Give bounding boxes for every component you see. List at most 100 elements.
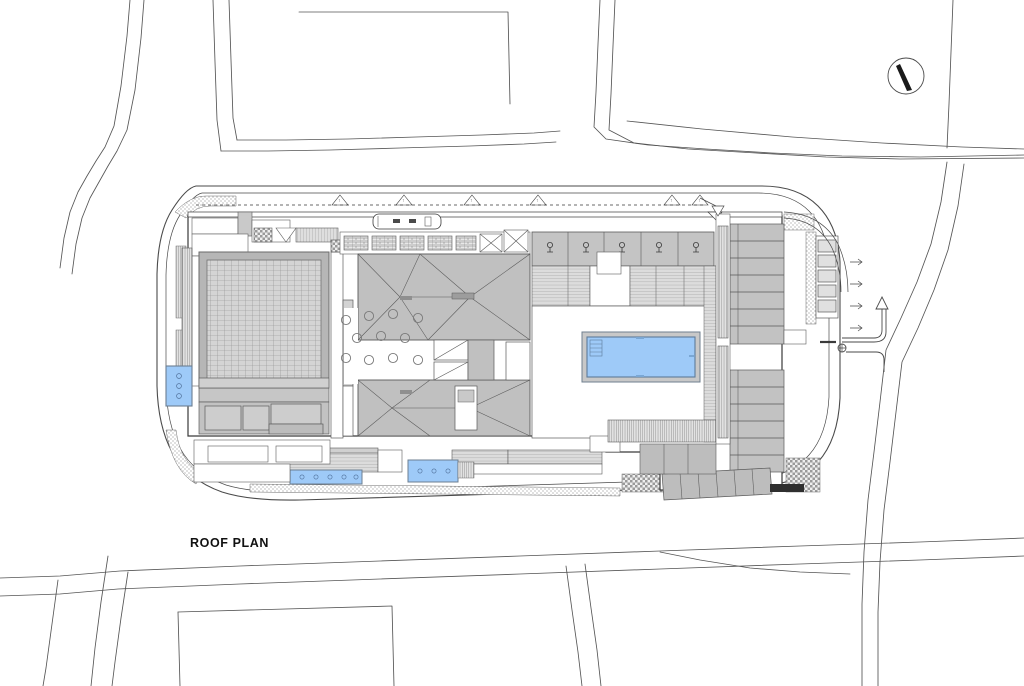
plot-north-connector xyxy=(220,141,557,152)
rooftop-unit-vent-b xyxy=(409,219,416,223)
road-center-vertical-b xyxy=(608,0,1024,160)
courtyard-tree-cluster xyxy=(340,308,424,384)
pool-step-lines xyxy=(590,343,602,353)
lightwell-a-diag xyxy=(433,339,469,361)
entry-tick-marks xyxy=(850,258,863,332)
pool-terrace-edge-strip xyxy=(703,265,717,443)
entry-node-cross xyxy=(838,344,846,352)
road-east-curve-a xyxy=(861,161,948,686)
road-south-lower xyxy=(0,555,1024,597)
tree-icon xyxy=(387,308,399,320)
north-unit-x-detail xyxy=(479,233,503,253)
tree-icon xyxy=(656,241,663,248)
tree-icon xyxy=(363,354,375,366)
hip-line xyxy=(399,253,421,298)
site-boundary-outer xyxy=(156,185,841,501)
hip-line xyxy=(399,296,429,341)
parking-stall-line xyxy=(697,471,701,499)
north-unit-4 xyxy=(427,235,453,251)
water-jet-icon xyxy=(353,474,359,480)
ramp-line xyxy=(699,197,717,207)
south-block-se xyxy=(639,443,717,475)
parking-area-east xyxy=(729,223,839,473)
north-tick-5 xyxy=(663,194,681,206)
north-unit-1 xyxy=(343,235,369,251)
tree-icon xyxy=(412,312,424,324)
water-feature-south-b-basin xyxy=(407,459,459,483)
parking-stall xyxy=(817,284,837,298)
nw-block-b xyxy=(237,211,253,237)
rooftop-unit-body xyxy=(372,213,442,230)
water-jet-icon xyxy=(341,474,347,480)
road-south-east-curve xyxy=(659,551,851,575)
north-tick-2 xyxy=(395,194,413,206)
hip-line xyxy=(469,296,531,341)
planter-bay-row-north xyxy=(531,231,715,267)
southwest-base-blocks xyxy=(193,439,331,483)
road-east-curve-b xyxy=(877,163,965,686)
road-south-center-branch-b xyxy=(584,563,602,686)
roof-label-box-south xyxy=(400,390,412,394)
water-jet-icon xyxy=(176,373,182,379)
landscape-hatch-ne-corner xyxy=(783,213,815,231)
road-west-inner xyxy=(71,0,145,275)
curb-arc-a xyxy=(783,211,849,293)
hip-line xyxy=(469,253,531,298)
west-slab-room-c xyxy=(270,403,322,425)
north-marker-label-6: ↑ xyxy=(698,198,701,204)
east-edge-details xyxy=(715,213,807,445)
water-feature-south-a xyxy=(289,469,363,485)
pergola-center-skylight xyxy=(596,251,622,275)
water-jet-icon xyxy=(299,474,305,480)
sw-base-block-d xyxy=(193,463,291,483)
south-striped-band xyxy=(607,419,721,443)
parking-stall-line xyxy=(730,386,784,456)
landscape-hatch-east-a xyxy=(805,231,817,325)
road-northeast-edge xyxy=(626,120,1024,150)
grid-roof-field xyxy=(206,259,322,381)
tree-icon xyxy=(340,314,352,326)
curb-arc-b xyxy=(783,217,842,293)
parking-stall-line xyxy=(733,469,737,497)
parking-row-east-mid xyxy=(729,369,785,473)
parking-stall-line xyxy=(679,472,683,500)
nw-block-a xyxy=(191,217,239,235)
south-block-se-lines xyxy=(663,444,689,474)
pergola-left xyxy=(531,265,591,307)
plot-north-connector-b xyxy=(236,130,561,141)
sw-base-block-b xyxy=(207,445,269,463)
water-feature-west xyxy=(165,365,193,407)
hipped-roof-north xyxy=(357,253,531,341)
east-service-block-b xyxy=(717,345,729,439)
lightwell-c xyxy=(467,339,495,381)
road-west-outer xyxy=(59,0,131,269)
ramp-arrow xyxy=(711,205,725,217)
tree-icon xyxy=(399,332,411,344)
nw-grid-strip xyxy=(181,247,193,379)
tree-icon xyxy=(619,241,626,248)
parking-stall-line xyxy=(715,470,719,498)
north-units-band xyxy=(339,229,531,255)
nw-hatch-a xyxy=(253,227,273,243)
roof-slab-west xyxy=(198,377,330,435)
north-edge-band xyxy=(187,211,783,218)
hip-line xyxy=(357,379,393,409)
water-feature-south-b xyxy=(407,459,475,483)
tree-icon xyxy=(351,332,363,344)
north-arrow xyxy=(887,57,925,95)
planter-tree-symbols xyxy=(547,241,700,253)
north-tick-4 xyxy=(529,194,547,206)
northeast-curb-arc xyxy=(783,211,849,293)
nw-triangle-detail xyxy=(275,227,297,243)
hip-line xyxy=(391,407,431,437)
pool-inlet-a xyxy=(636,337,644,339)
pool-water xyxy=(586,336,696,378)
east-entrance-pad xyxy=(783,329,807,345)
planter-bay-row-base xyxy=(531,231,715,267)
plot-south-outline-left xyxy=(177,611,181,686)
parking-row-far-east xyxy=(815,235,839,319)
north-unit-3 xyxy=(399,235,425,251)
parking-south-curb xyxy=(770,484,804,492)
parking-stall xyxy=(817,299,837,313)
